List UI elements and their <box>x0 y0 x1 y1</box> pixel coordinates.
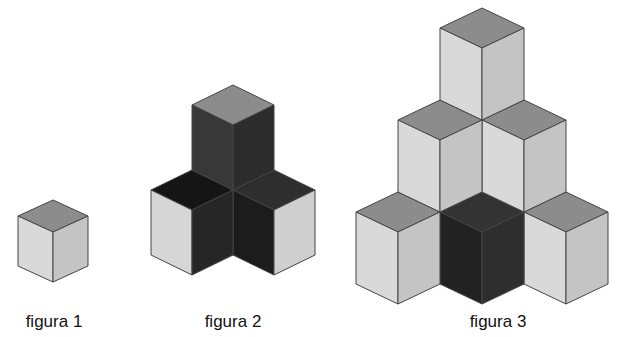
cube-left-face <box>440 212 482 304</box>
cube-figure <box>18 200 88 282</box>
cube-right-face <box>524 120 566 212</box>
cube-left-face <box>192 105 233 190</box>
cube-right-face <box>566 212 608 304</box>
cube-figure <box>151 85 315 275</box>
cube-left-face <box>356 212 398 304</box>
cube-right-face <box>398 212 440 304</box>
cube-left-face <box>524 212 566 304</box>
figure-caption: figura 2 <box>205 312 262 332</box>
figure-caption: figura 1 <box>26 312 83 332</box>
cube-right-face <box>482 28 524 120</box>
cube-right-face <box>274 190 315 275</box>
cube-right-face <box>53 216 88 282</box>
cube-right-face <box>233 105 274 190</box>
cube-right-face <box>482 212 524 304</box>
cube-figure <box>356 8 608 304</box>
figure-caption: figura 3 <box>470 312 527 332</box>
cube-left-face <box>398 120 440 212</box>
cube-left-face <box>482 120 524 212</box>
cube-left-face <box>440 28 482 120</box>
cube-left-face <box>151 190 192 275</box>
cube-right-face <box>192 190 233 275</box>
cube-left-face <box>18 216 53 282</box>
cube-left-face <box>233 190 274 275</box>
cube-right-face <box>440 120 482 212</box>
